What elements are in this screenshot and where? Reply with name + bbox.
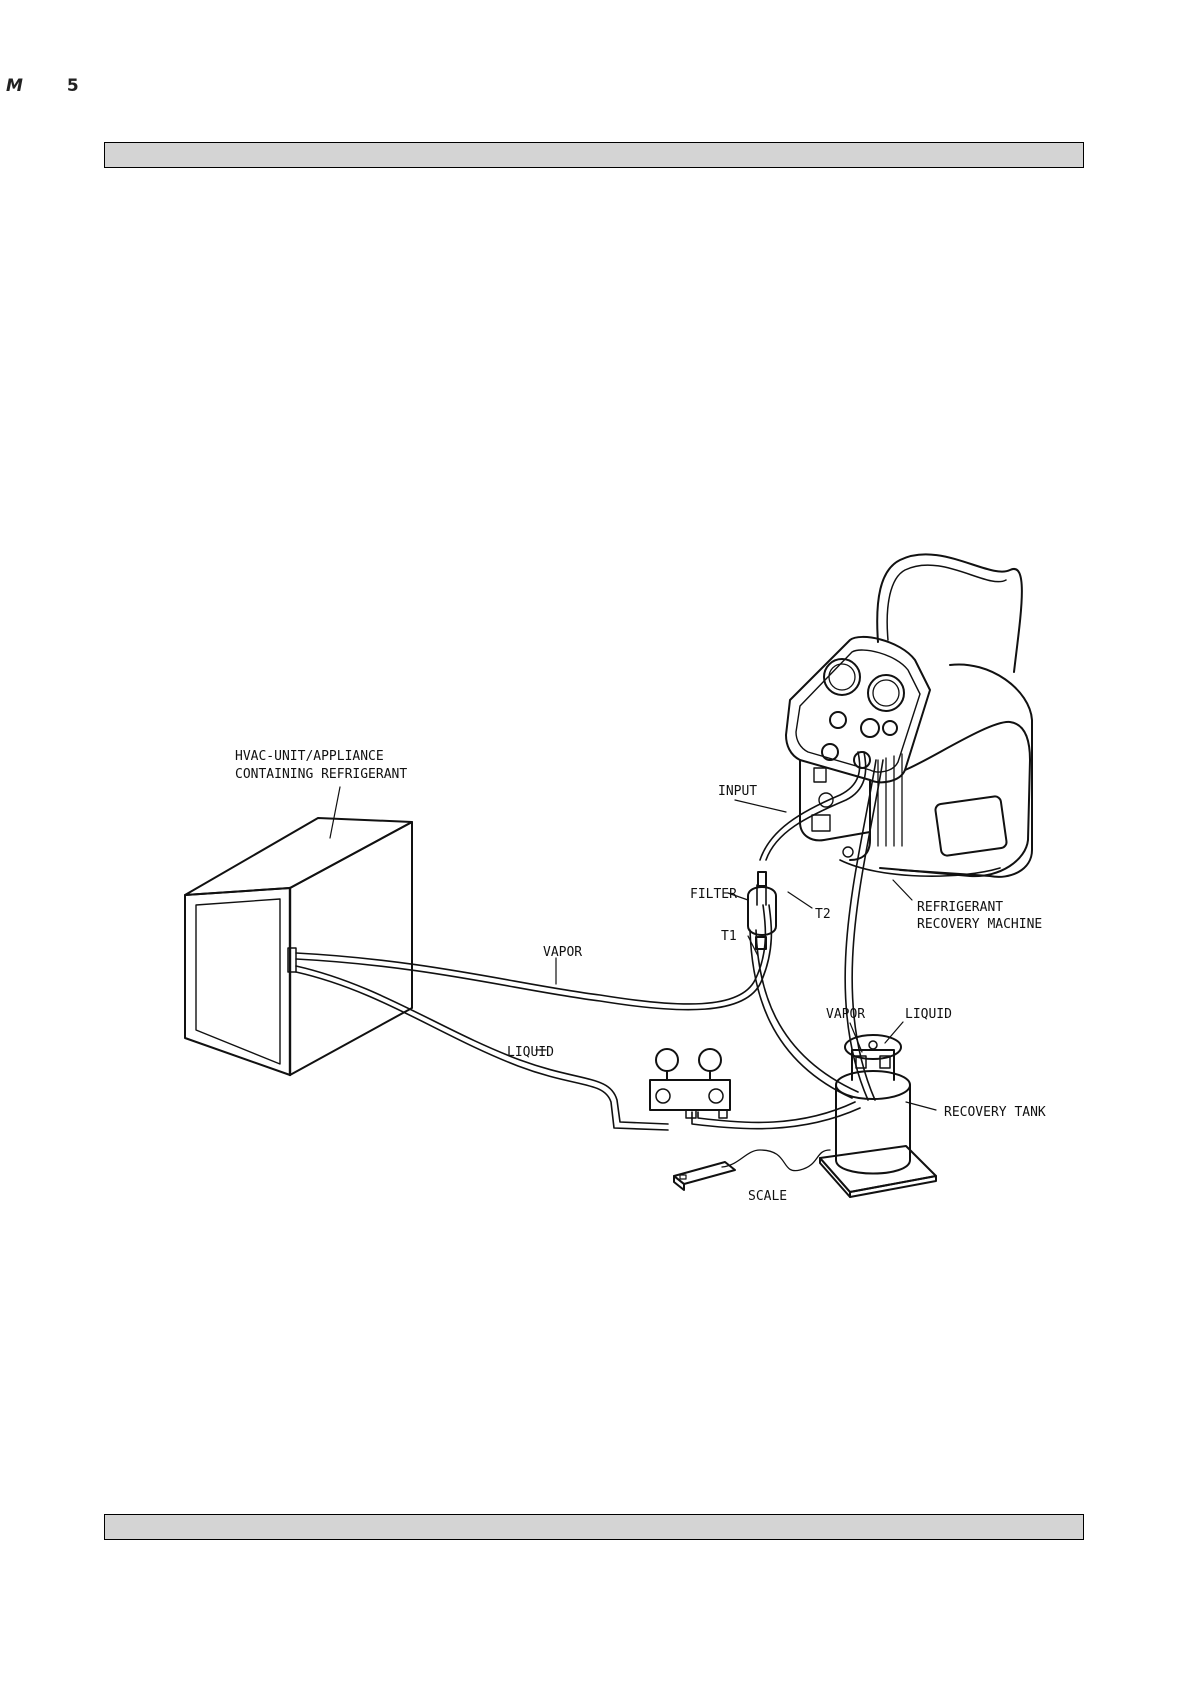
- label-machine-line1: REFRIGERANT: [917, 900, 1003, 915]
- label-filter: FILTER: [690, 887, 737, 902]
- label-machine-line2: RECOVERY MACHINE: [917, 917, 1042, 932]
- label-tank-liquid: LIQUID: [905, 1007, 952, 1022]
- hvac-unit: [185, 818, 412, 1075]
- manifold-to-tank-hose: [692, 1108, 860, 1129]
- recovery-machine: [786, 554, 1032, 877]
- label-hvac-line1: HVAC-UNIT/APPLIANCE: [235, 749, 384, 764]
- label-t1: T1: [721, 929, 737, 944]
- label-liquid-line: LIQUID: [507, 1045, 554, 1060]
- label-vapor-line: VAPOR: [543, 945, 582, 960]
- hoses: [296, 752, 883, 1171]
- label-hvac-line2: CONTAINING REFRIGERANT: [235, 767, 407, 782]
- manifold-gauge: [650, 1049, 730, 1118]
- label-recovery-tank: RECOVERY TANK: [944, 1105, 1046, 1120]
- label-scale: SCALE: [748, 1189, 787, 1204]
- label-t2: T2: [815, 907, 831, 922]
- scale-cable: [722, 1150, 830, 1171]
- label-tank-vapor: VAPOR: [826, 1007, 865, 1022]
- label-input: INPUT: [718, 784, 757, 799]
